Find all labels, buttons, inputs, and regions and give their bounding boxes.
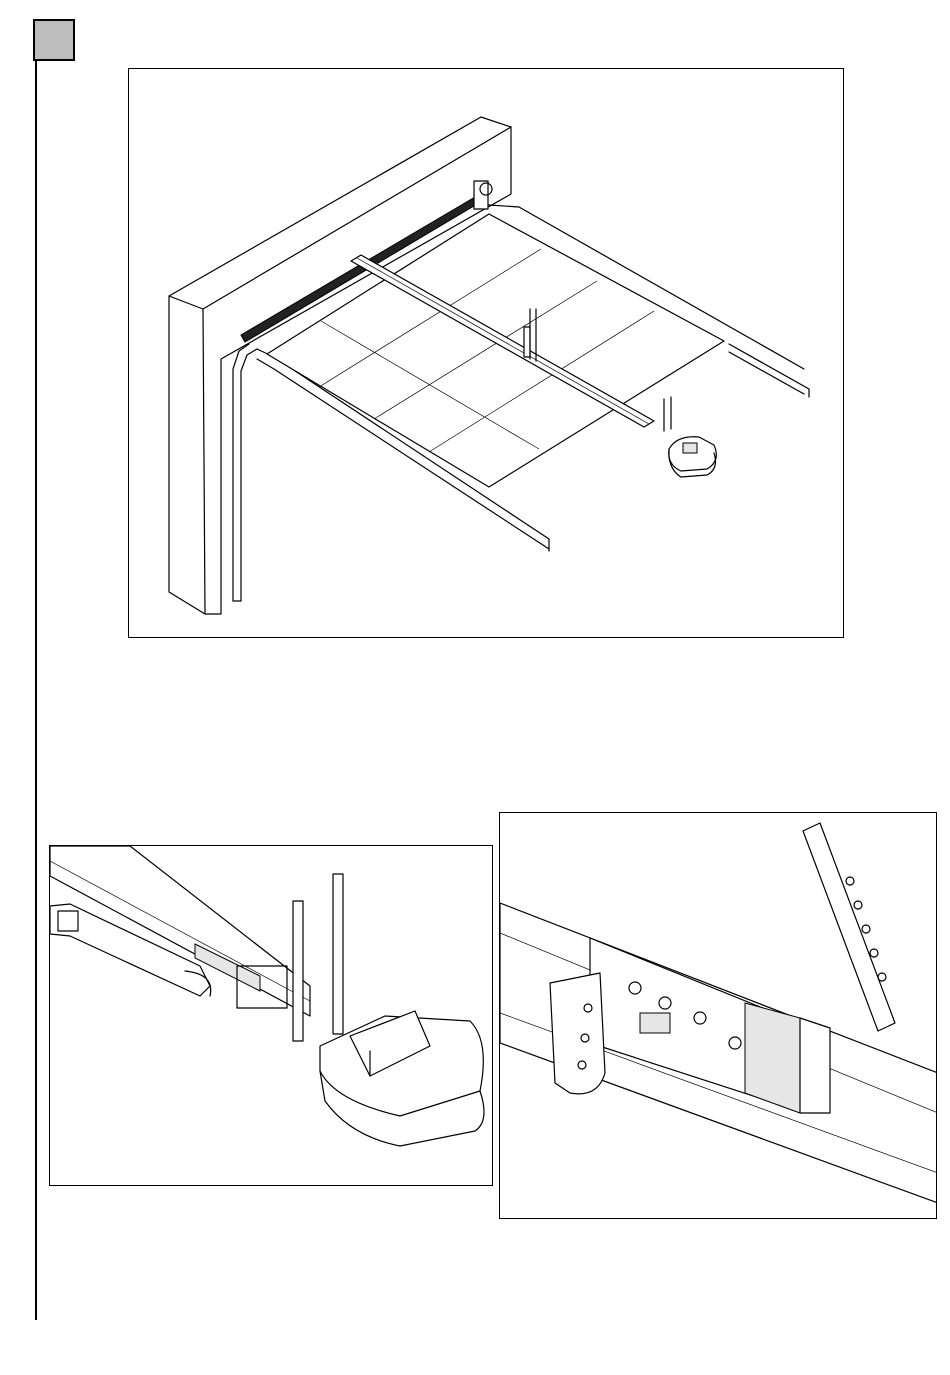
hanger-strap [803, 823, 895, 1031]
garage-door-illustration [129, 69, 844, 638]
rail-end-cap [745, 1003, 830, 1113]
hanger-straps [664, 397, 671, 431]
figure-carriage-closeup [499, 812, 937, 1219]
operator-motor-unit [669, 437, 717, 477]
carriage-closeup-illustration [500, 813, 937, 1219]
hanger-straps [293, 874, 343, 1041]
figure-garage-door-overview [128, 68, 844, 638]
page-margin-rule [35, 40, 37, 1320]
door-arm-bracket [550, 973, 605, 1094]
figure-operator-connection-detail [49, 845, 493, 1186]
section-tab [33, 19, 75, 61]
operator-motor-unit [320, 1011, 484, 1146]
vertical-track [233, 344, 257, 601]
operator-connection-illustration [50, 846, 493, 1186]
